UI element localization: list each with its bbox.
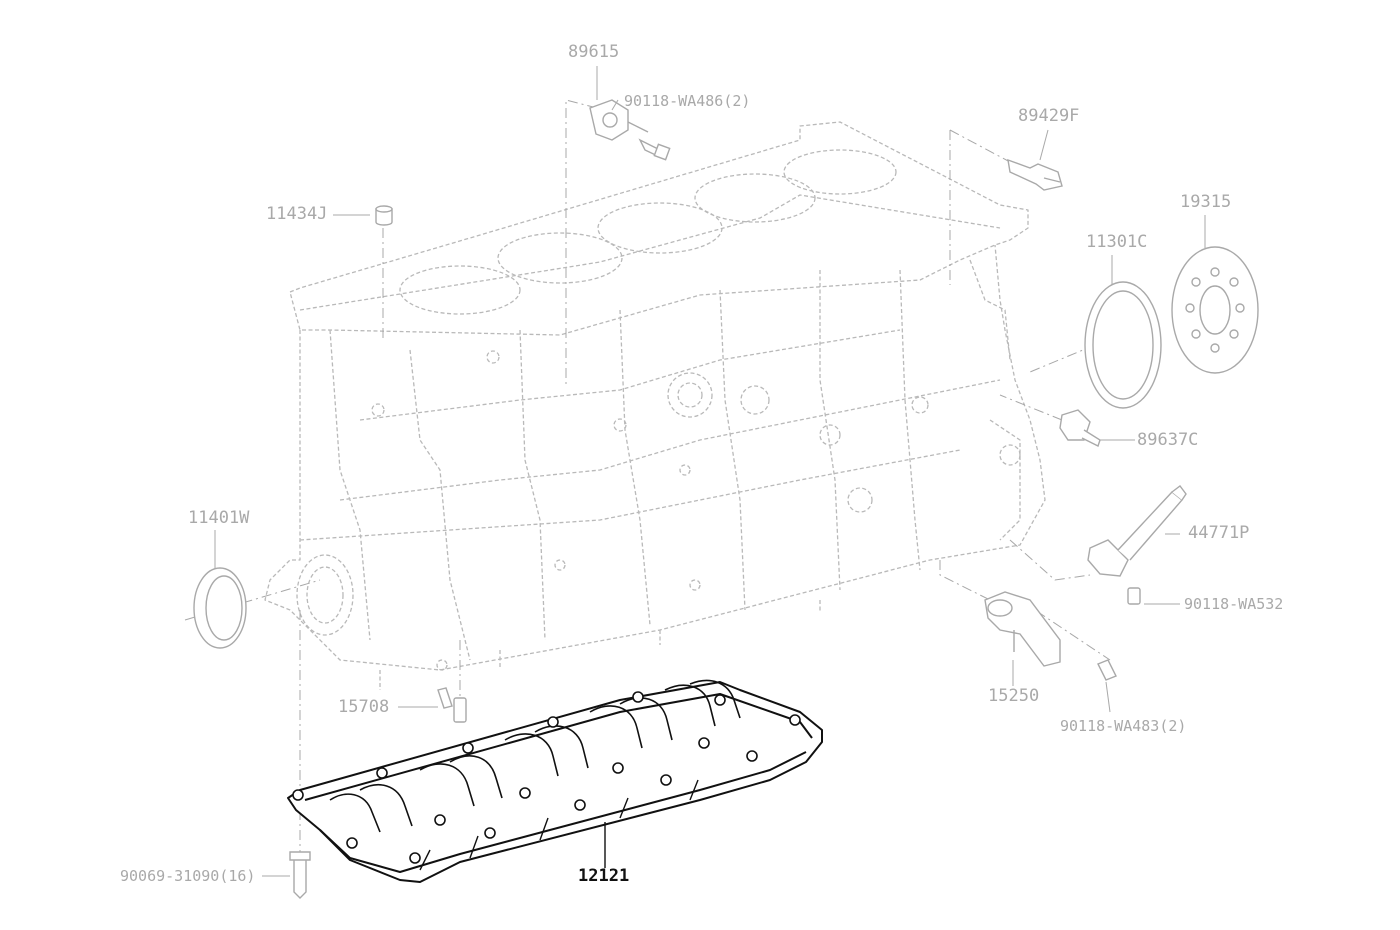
label-11434j[interactable]: 11434J <box>266 204 328 224</box>
plate-19315 <box>1171 246 1259 374</box>
engine-block <box>264 121 1046 690</box>
label-leaders <box>214 66 1206 877</box>
knock-sensor-89615 <box>589 99 649 141</box>
label-44771p[interactable]: 44771P <box>1188 523 1250 543</box>
label-89615[interactable]: 89615 <box>568 42 620 62</box>
label-11401w[interactable]: 11401W <box>188 508 250 528</box>
label-15708[interactable]: 15708 <box>338 697 390 717</box>
plug-11434j <box>375 205 393 226</box>
bolt-90118-wa486 <box>638 138 671 161</box>
label-89429f[interactable]: 89429F <box>1018 106 1080 126</box>
sensor-44771p <box>1087 485 1187 577</box>
rear-oil-seal-11301c <box>1084 281 1162 409</box>
bolt-90118-wa532 <box>1127 587 1141 605</box>
sensor-89637c <box>1059 409 1101 447</box>
sensor-89429f <box>1007 158 1063 191</box>
label-89637c[interactable]: 89637C <box>1137 430 1199 450</box>
bolt-90069-31090 <box>289 851 311 899</box>
label-90118-wa532[interactable]: 90118-WA532 <box>1184 595 1284 613</box>
bolt-90118-wa483 <box>1097 659 1117 681</box>
label-19315[interactable]: 19315 <box>1180 192 1232 212</box>
front-oil-seal-11401w <box>193 567 247 649</box>
label-90118-wa483[interactable]: 90118-WA483(2) <box>1060 717 1187 735</box>
label-11301c[interactable]: 11301C <box>1086 232 1148 252</box>
oil-nozzle-15708 <box>437 687 467 723</box>
label-12121[interactable]: 12121 <box>578 866 630 886</box>
label-90118-wa486[interactable]: 90118-WA486(2) <box>624 92 751 110</box>
sensor-15250 <box>984 591 1061 667</box>
label-90069-31090[interactable]: 90069-31090(16) <box>120 867 256 885</box>
ladder-frame-12121[interactable] <box>287 679 823 883</box>
small-parts <box>193 99 1259 899</box>
label-15250[interactable]: 15250 <box>988 686 1040 706</box>
